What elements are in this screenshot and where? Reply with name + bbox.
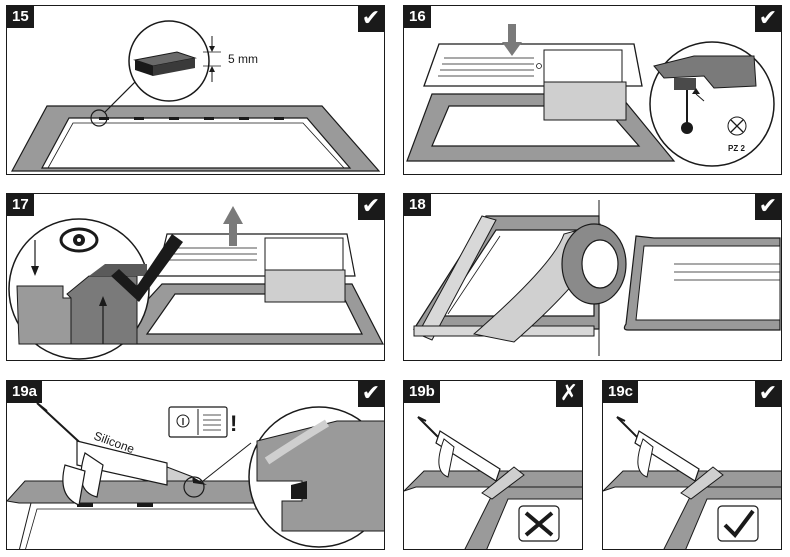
panel-step-19a: 19a ✔ Silicone ! bbox=[6, 380, 385, 550]
check-icon: ✔ bbox=[358, 6, 384, 32]
check-icon: ✔ bbox=[755, 6, 781, 32]
panel-step-19b: 19b ✗ bbox=[403, 380, 583, 550]
cross-icon: ✗ bbox=[556, 381, 582, 407]
check-icon: ✔ bbox=[755, 194, 781, 220]
step-number: 19b bbox=[404, 381, 440, 403]
tape-masking-illustration bbox=[412, 200, 781, 356]
step-number: 15 bbox=[7, 6, 34, 28]
sink-insertion-illustration: PZ 2 bbox=[406, 24, 775, 167]
silicone-sealing-illustration: Silicone ! bbox=[7, 402, 384, 549]
panel-step-15: 15 ✔ 5 mm bbox=[6, 5, 385, 175]
check-icon: ✔ bbox=[755, 381, 781, 407]
incorrect-sealing-illustration bbox=[404, 416, 582, 549]
screwdriver-size-label: PZ 2 bbox=[728, 144, 745, 153]
spacer-dimension-label: 5 mm bbox=[228, 52, 258, 66]
check-icon: ✔ bbox=[358, 381, 384, 407]
cutout-with-spacer-illustration: 5 mm bbox=[10, 20, 381, 172]
panel-step-16: 16 ✔ PZ 2 bbox=[403, 5, 782, 175]
big-checkmark-icon bbox=[111, 234, 183, 302]
sink-fit-check-illustration bbox=[8, 206, 384, 360]
step-number: 19a bbox=[7, 381, 43, 403]
step-number: 16 bbox=[404, 6, 431, 28]
panel-step-18: 18 ✔ bbox=[403, 193, 782, 361]
check-icon: ✔ bbox=[358, 194, 384, 220]
panel-step-19c: 19c ✔ bbox=[602, 380, 782, 550]
step-number: 18 bbox=[404, 194, 431, 216]
warning-exclamation: ! bbox=[230, 411, 237, 436]
step-number: 19c bbox=[603, 381, 639, 403]
step-number: 17 bbox=[7, 194, 34, 216]
panel-step-17: 17 ✔ bbox=[6, 193, 385, 361]
correct-sealing-illustration bbox=[603, 416, 781, 549]
